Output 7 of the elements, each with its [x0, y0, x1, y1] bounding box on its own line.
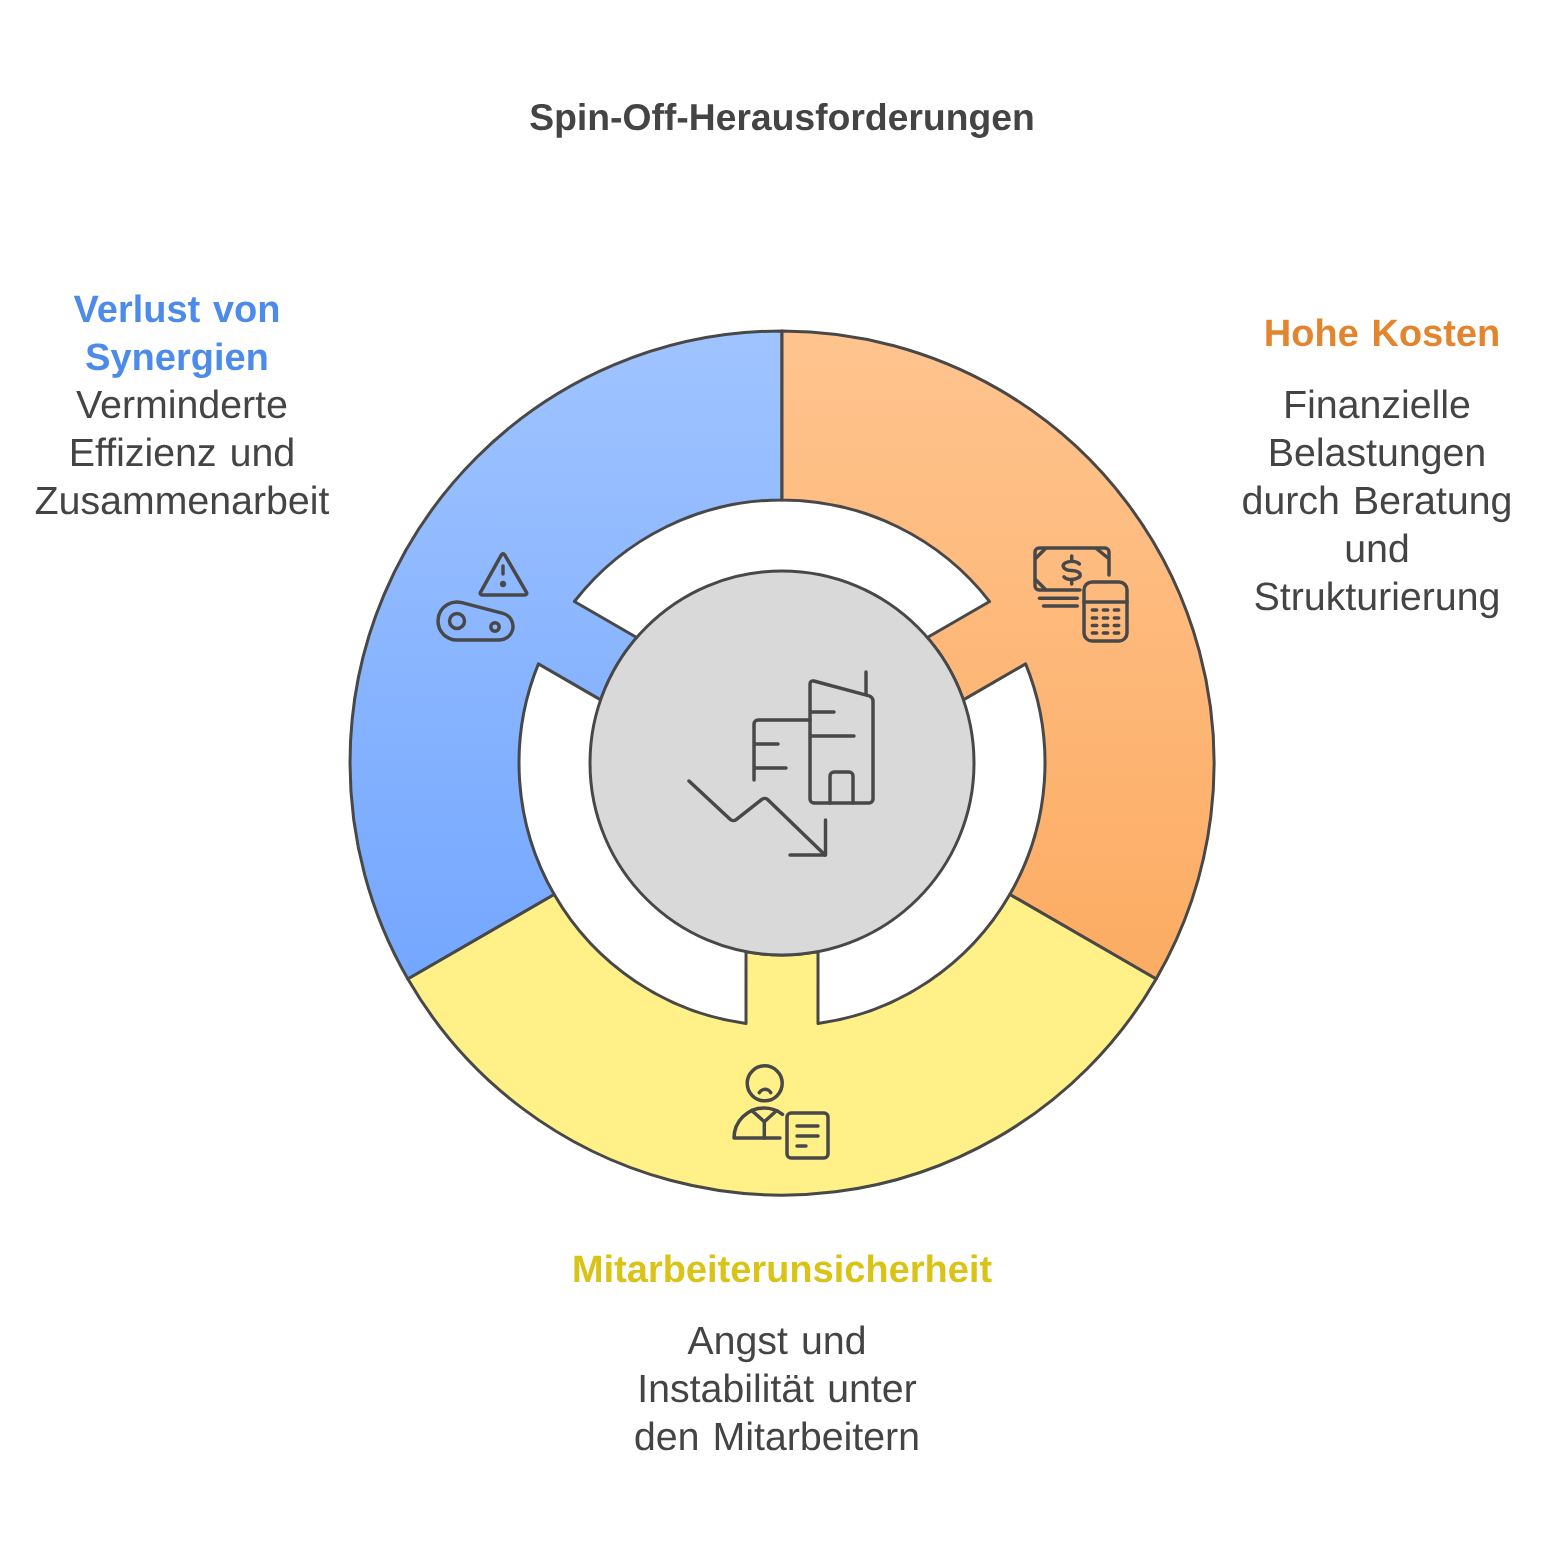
description: Verminderte Effizienz und Zusammenarbeit: [35, 389, 330, 515]
title: Spin-Off-Herausforderungen: [530, 102, 1033, 138]
heading: Hohe Kosten: [1266, 318, 1498, 347]
description: Angst und Instabilität unter den Mitarbeitern: [635, 1325, 918, 1451]
description: Finanzielle Belastungen durch Beratung und Strukturierung: [1243, 389, 1510, 619]
heading: Verlust von Synergien: [73, 294, 279, 379]
heading: Mitarbeiterunsicherheit: [574, 1254, 992, 1283]
